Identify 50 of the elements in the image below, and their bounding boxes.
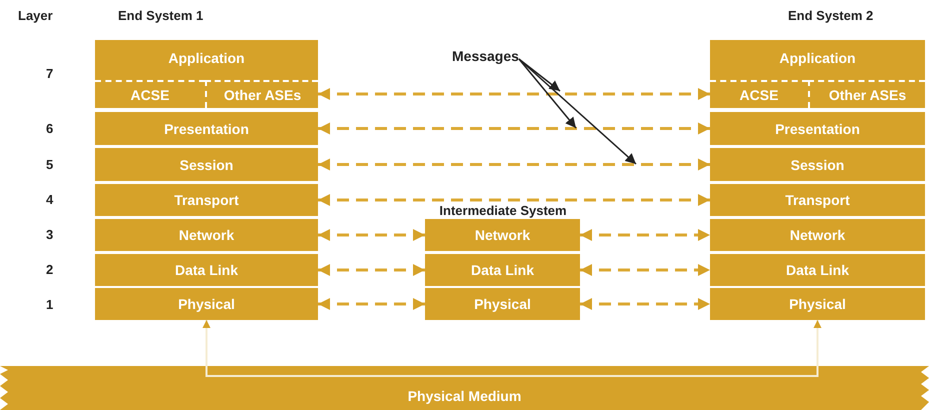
application-layer-box [710, 40, 925, 108]
arrow [580, 298, 710, 310]
layer-number: 2 [46, 262, 54, 277]
layer-name: Presentation [95, 112, 318, 145]
layer-name: Network [95, 219, 318, 251]
protocol-entity-cell: ACSE [95, 80, 205, 108]
heading: End System 1 [118, 8, 204, 23]
heading: End System 2 [788, 8, 874, 23]
arrow [580, 264, 710, 276]
layer-number: 3 [46, 227, 54, 242]
heading: Layer [18, 8, 53, 23]
layer-name: Physical [710, 288, 925, 320]
layer-number: 7 [46, 66, 54, 81]
layer-name: Transport [95, 184, 318, 216]
protocol-entity-cell: ACSE [710, 80, 808, 108]
layer-name: Network [710, 219, 925, 251]
layer-name: Application [778, 49, 857, 68]
arrow [318, 298, 425, 310]
layer-number: 4 [46, 192, 54, 207]
protocol-entity-cell: Other ASEs [808, 80, 925, 108]
arrow [318, 122, 710, 134]
leader-arrow [518, 58, 577, 128]
arrow [318, 88, 710, 100]
layer-name: Session [710, 148, 925, 181]
messages-label: Messages [452, 48, 519, 70]
layer-name: Data Link [95, 254, 318, 286]
medium-name: Physical Medium [406, 388, 522, 404]
layer-name: Data Link [710, 254, 925, 286]
arrow [202, 320, 464, 377]
arrow [464, 320, 822, 377]
layer-name: Transport [710, 184, 925, 216]
layer-name: Physical [95, 288, 318, 320]
application-layer-box [95, 40, 318, 108]
arrow [318, 264, 425, 276]
layer-name: Physical [425, 288, 580, 320]
protocol-entity-cell: Other ASEs [205, 80, 318, 108]
layer-name: Application [167, 49, 246, 68]
arrow [318, 194, 710, 206]
layer-number: 6 [46, 121, 54, 136]
layer-name: Presentation [710, 112, 925, 145]
layer-number: 1 [46, 297, 54, 312]
arrow [318, 229, 425, 241]
layer-name: Session [95, 148, 318, 181]
layer-number: 5 [46, 157, 54, 172]
layer-name: Network [425, 219, 580, 251]
layer-name: Data Link [425, 254, 580, 286]
heading: Intermediate System [438, 204, 568, 218]
leader-arrow [518, 58, 636, 165]
arrow [580, 229, 710, 241]
arrow [318, 158, 710, 170]
